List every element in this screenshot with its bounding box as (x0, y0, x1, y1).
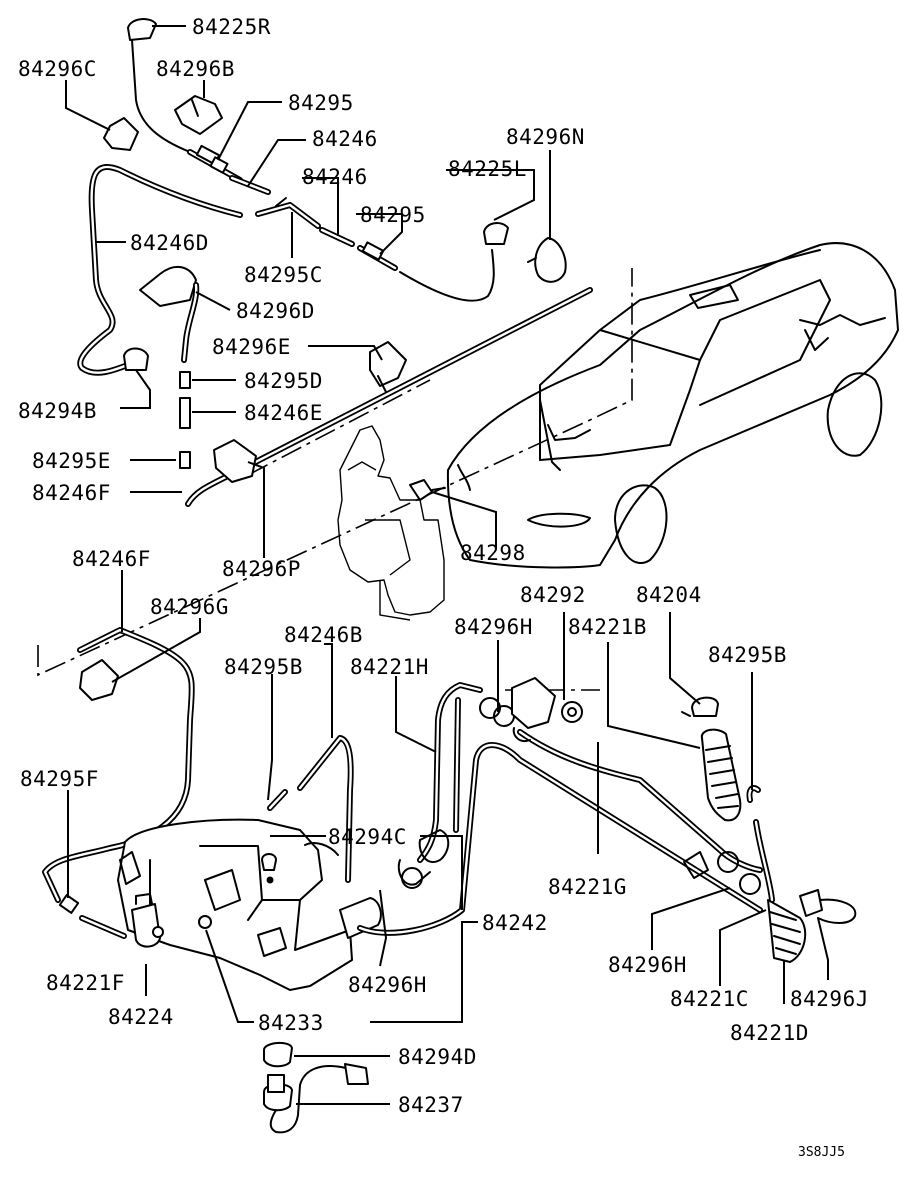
vehicle-outline (446, 242, 899, 569)
label-84295-mid: 84295 (360, 203, 426, 227)
label-84296E: 84296E (212, 335, 291, 359)
washer-reservoir-tank (117, 735, 382, 991)
reservoir-module-center (337, 425, 446, 621)
label-84296B: 84296B (156, 57, 235, 81)
label-84296H-top: 84296H (454, 615, 533, 639)
label-84295E: 84295E (32, 449, 111, 473)
label-84246-a: 84246 (312, 127, 378, 151)
label-84296J: 84296J (790, 987, 869, 1011)
label-84246-b: 84246 (302, 165, 368, 189)
label-84295B-right: 84295B (708, 643, 787, 667)
label-84296D: 84296D (236, 299, 315, 323)
label-84221H: 84221H (350, 655, 429, 679)
label-84246E: 84246E (244, 401, 323, 425)
level-sensor-parts (263, 1042, 369, 1134)
label-84295F: 84295F (20, 767, 99, 791)
label-84204: 84204 (636, 583, 702, 607)
filler-and-right-hoses (357, 677, 857, 963)
label-84294D: 84294D (398, 1045, 477, 1069)
label-84221D: 84221D (730, 1021, 809, 1045)
label-84294B: 84294B (18, 399, 97, 423)
label-84296N: 84296N (506, 125, 585, 149)
label-84246F-top: 84246F (32, 481, 111, 505)
label-84221G: 84221G (548, 875, 627, 899)
diagram-code: 3S8JJ5 (798, 1145, 845, 1160)
label-84295C: 84295C (244, 263, 323, 287)
label-84296C: 84296C (18, 57, 97, 81)
label-84292: 84292 (520, 583, 586, 607)
label-84246D: 84246D (130, 231, 209, 255)
label-84246B: 84246B (284, 623, 363, 647)
leader-lines (65, 25, 829, 1105)
label-84294C: 84294C (328, 825, 407, 849)
label-84242: 84242 (482, 911, 548, 935)
part-labels: 84225R 84296C 84296B 84295 84246 84246 8… (18, 15, 869, 1160)
label-84298: 84298 (460, 541, 526, 565)
label-84295B-left: 84295B (224, 655, 303, 679)
label-84237: 84237 (398, 1093, 464, 1117)
label-84296H-low: 84296H (348, 973, 427, 997)
front-hose-assembly (77, 18, 593, 507)
label-84246F-low: 84246F (72, 547, 151, 571)
label-84296G: 84296G (150, 595, 229, 619)
label-84225R: 84225R (192, 15, 271, 39)
label-84221B: 84221B (568, 615, 647, 639)
label-84224: 84224 (108, 1005, 174, 1029)
label-84233: 84233 (258, 1011, 324, 1035)
label-84225L: 84225L (448, 157, 527, 181)
label-84295D: 84295D (244, 369, 323, 393)
label-84296H-right: 84296H (608, 953, 687, 977)
label-84221C: 84221C (670, 987, 749, 1011)
label-84221F: 84221F (46, 971, 125, 995)
label-84295-top: 84295 (288, 91, 354, 115)
label-84296P: 84296P (222, 557, 301, 581)
